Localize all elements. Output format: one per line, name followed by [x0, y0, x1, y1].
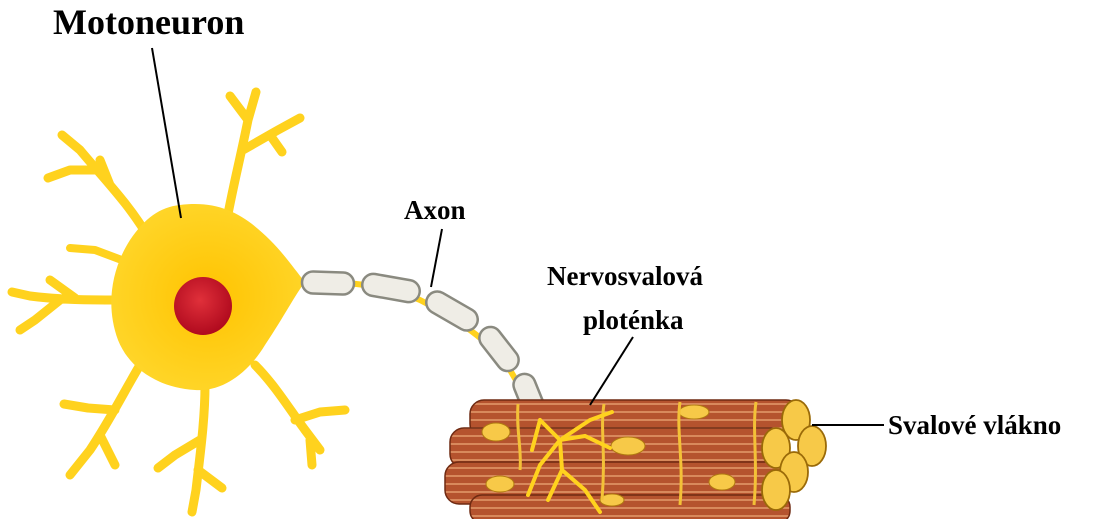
myelin-sheaths — [302, 271, 548, 421]
nucleus — [174, 277, 232, 335]
muscle-fibers — [445, 400, 826, 519]
label-motoneuron: Motoneuron — [53, 2, 244, 42]
label-axon: Axon — [404, 195, 466, 225]
label-endplate-line1: Nervosvalová — [547, 261, 703, 291]
myelin-segment — [475, 323, 523, 376]
muscle-fiber — [470, 495, 790, 519]
neuron-cell — [12, 92, 345, 512]
leader-axon — [431, 229, 442, 287]
label-muscle-fiber: Svalové vlákno — [888, 410, 1061, 440]
myelin-segment — [422, 287, 481, 334]
leader-motoneuron — [152, 48, 181, 218]
leader-endplate — [590, 337, 633, 405]
axon — [300, 271, 548, 421]
myelin-segment — [361, 272, 422, 304]
myelin-segment — [302, 271, 355, 295]
label-endplate-line2: ploténka — [583, 305, 684, 335]
